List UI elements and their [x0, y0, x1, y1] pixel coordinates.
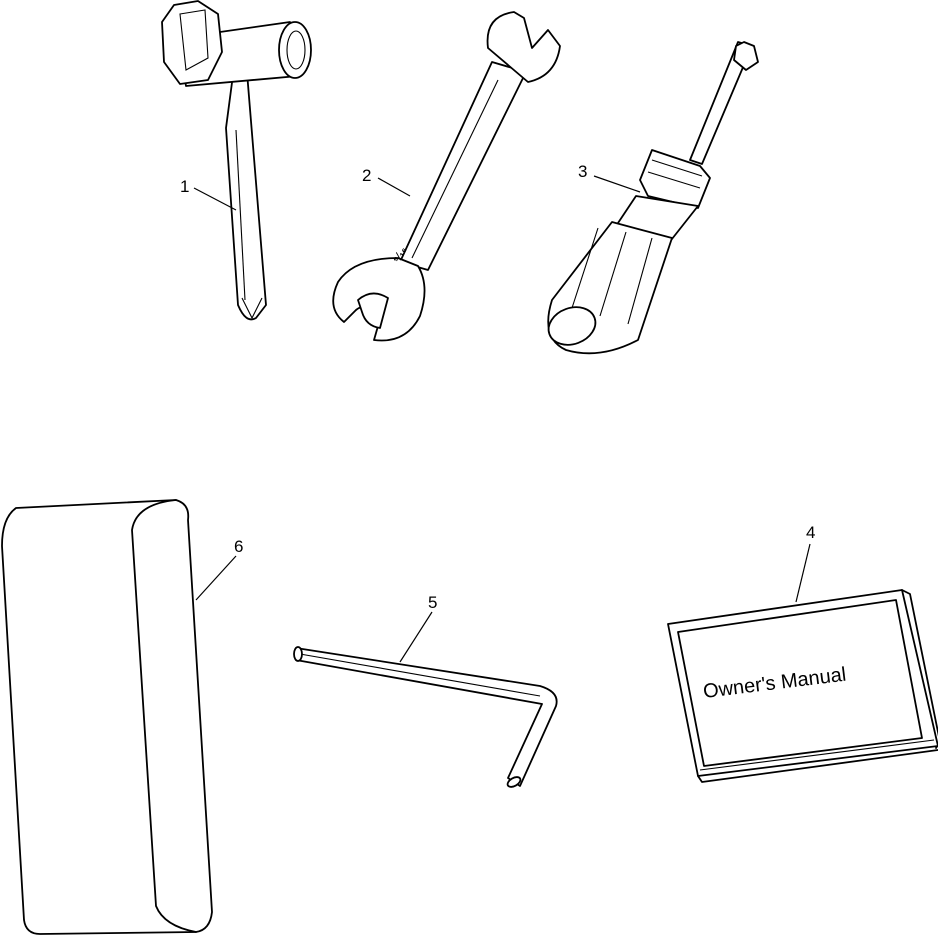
tool-pouch-icon [1, 499, 213, 935]
leader-2 [377, 177, 411, 197]
callout-label-4: 4 [806, 523, 815, 542]
leader-4 [795, 543, 811, 603]
leader-5 [399, 611, 433, 663]
spark-plug-wrench-icon [161, 0, 312, 321]
callout-label-1: 1 [180, 177, 189, 196]
callout-label-5: 5 [428, 593, 437, 612]
callout-label-6: 6 [234, 537, 243, 556]
open-end-wrench-icon: ⁹⁄₁₆ [332, 11, 561, 342]
hex-key-icon [293, 646, 558, 788]
owners-manual-icon: Owner's Manual [667, 589, 938, 783]
screwdriver-icon [547, 41, 759, 355]
callout-leaders [193, 175, 811, 663]
callout-label-3: 3 [578, 162, 587, 181]
leader-1 [193, 187, 237, 211]
callout-label-2: 2 [362, 166, 371, 185]
leader-3 [593, 175, 641, 193]
leader-6 [195, 555, 237, 601]
